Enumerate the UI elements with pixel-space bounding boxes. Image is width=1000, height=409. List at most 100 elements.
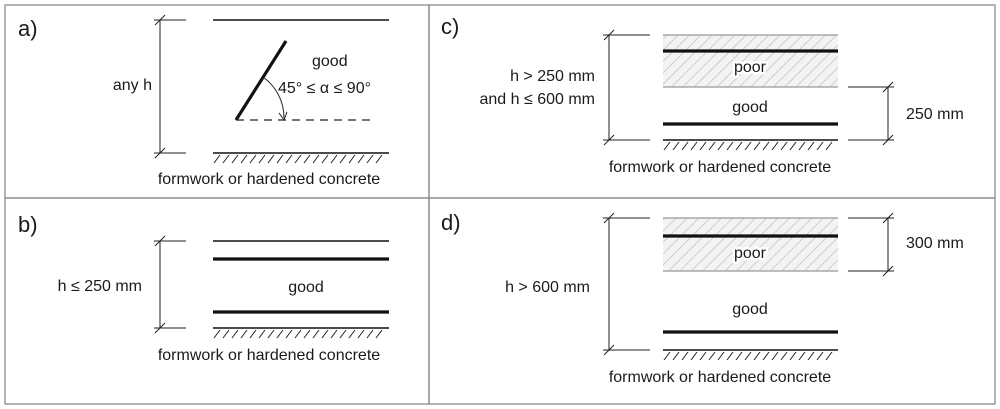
hatch-tick [240, 329, 248, 339]
hatch-tick [699, 141, 707, 151]
panel-d-base-hatch [663, 351, 833, 361]
hatch-tick [276, 154, 284, 164]
hatch-tick [726, 351, 734, 361]
panel-a: a) any h good 45° ≤ α ≤ 90° formwork or … [18, 14, 389, 188]
hatch-tick [798, 141, 806, 151]
panel-b-zone-label: good [288, 279, 324, 296]
hatch-tick [294, 329, 302, 339]
hatch-tick [672, 351, 680, 361]
panel-d: d) h > 600 mm poor poor good 300 mm form… [441, 210, 964, 386]
svg-text:poor: poor [734, 245, 767, 262]
hatch-tick [294, 154, 302, 164]
panel-a-frame [4, 4, 430, 199]
hatch-tick [726, 141, 734, 151]
hatch-tick [339, 154, 347, 164]
hatch-tick [231, 154, 239, 164]
hatch-tick [708, 141, 716, 151]
hatch-tick [807, 141, 815, 151]
hatch-tick [771, 141, 779, 151]
hatch-tick [807, 351, 815, 361]
hatch-tick [744, 141, 752, 151]
hatch-tick [312, 154, 320, 164]
hatch-tick [789, 351, 797, 361]
panel-b-frame [4, 197, 430, 405]
panel-d-label: d) [441, 210, 461, 235]
hatch-tick [348, 329, 356, 339]
hatch-tick [222, 329, 230, 339]
hatch-tick [258, 154, 266, 164]
panel-c-base-hatch [663, 141, 833, 151]
hatch-tick [240, 154, 248, 164]
hatch-tick [735, 141, 743, 151]
hatch-tick [816, 351, 824, 361]
panel-c-height-label-line2: and h ≤ 600 mm [479, 91, 595, 108]
panel-b-height-label: h ≤ 250 mm [58, 278, 142, 295]
hatch-tick [285, 154, 293, 164]
hatch-tick [321, 329, 329, 339]
panel-b-label: b) [18, 212, 38, 237]
hatch-tick [330, 329, 338, 339]
hatch-tick [348, 154, 356, 164]
panel-d-base-label: formwork or hardened concrete [609, 369, 831, 386]
hatch-tick [690, 351, 698, 361]
panel-a-zone-label: good [312, 53, 348, 70]
hatch-tick [222, 154, 230, 164]
hatch-tick [771, 351, 779, 361]
hatch-tick [789, 141, 797, 151]
hatch-tick [366, 329, 374, 339]
panel-b-base-label: formwork or hardened concrete [158, 347, 380, 364]
hatch-tick [663, 351, 671, 361]
hatch-tick [339, 329, 347, 339]
hatch-tick [213, 329, 221, 339]
hatch-tick [780, 141, 788, 151]
panel-a-base-label: formwork or hardened concrete [158, 171, 380, 188]
hatch-tick [717, 141, 725, 151]
hatch-tick [753, 351, 761, 361]
hatch-tick [816, 141, 824, 151]
hatch-tick [825, 141, 833, 151]
hatch-tick [744, 351, 752, 361]
hatch-tick [825, 351, 833, 361]
hatch-tick [762, 351, 770, 361]
svg-text:poor: poor [734, 59, 767, 76]
hatch-tick [321, 154, 329, 164]
hatch-tick [798, 351, 806, 361]
hatch-tick [249, 329, 257, 339]
hatch-tick [681, 141, 689, 151]
hatch-tick [312, 329, 320, 339]
hatch-tick [717, 351, 725, 361]
hatch-tick [276, 329, 284, 339]
panel-c: c) h > 250 mm and h ≤ 600 mm poor poor g… [441, 14, 964, 176]
hatch-tick [258, 329, 266, 339]
hatch-tick [213, 154, 221, 164]
hatch-tick [762, 141, 770, 151]
hatch-tick [231, 329, 239, 339]
hatch-tick [672, 141, 680, 151]
hatch-tick [366, 154, 374, 164]
hatch-tick [375, 329, 383, 339]
panel-c-label: c) [441, 14, 459, 39]
panel-c-base-label: formwork or hardened concrete [609, 159, 831, 176]
panel-a-height-label: any h [113, 77, 152, 94]
panel-c-good-label: good [732, 99, 768, 116]
hatch-tick [753, 141, 761, 151]
panel-d-frame [428, 197, 996, 405]
hatch-tick [330, 154, 338, 164]
panel-a-base-hatch [213, 154, 383, 164]
panel-a-angle-label: 45° ≤ α ≤ 90° [278, 80, 371, 97]
panel-b-base-hatch [213, 329, 383, 339]
panel-d-good-label: good [732, 301, 768, 318]
hatch-tick [249, 154, 257, 164]
hatch-tick [285, 329, 293, 339]
hatch-tick [267, 329, 275, 339]
hatch-tick [780, 351, 788, 361]
panel-a-inclined-bar [234, 40, 288, 121]
panel-c-dim-label: 250 mm [906, 106, 964, 123]
panel-d-poor-label: poor [734, 245, 767, 262]
hatch-tick [708, 351, 716, 361]
hatch-tick [681, 351, 689, 361]
panel-c-poor-label: poor [734, 59, 767, 76]
hatch-tick [303, 154, 311, 164]
hatch-tick [735, 351, 743, 361]
